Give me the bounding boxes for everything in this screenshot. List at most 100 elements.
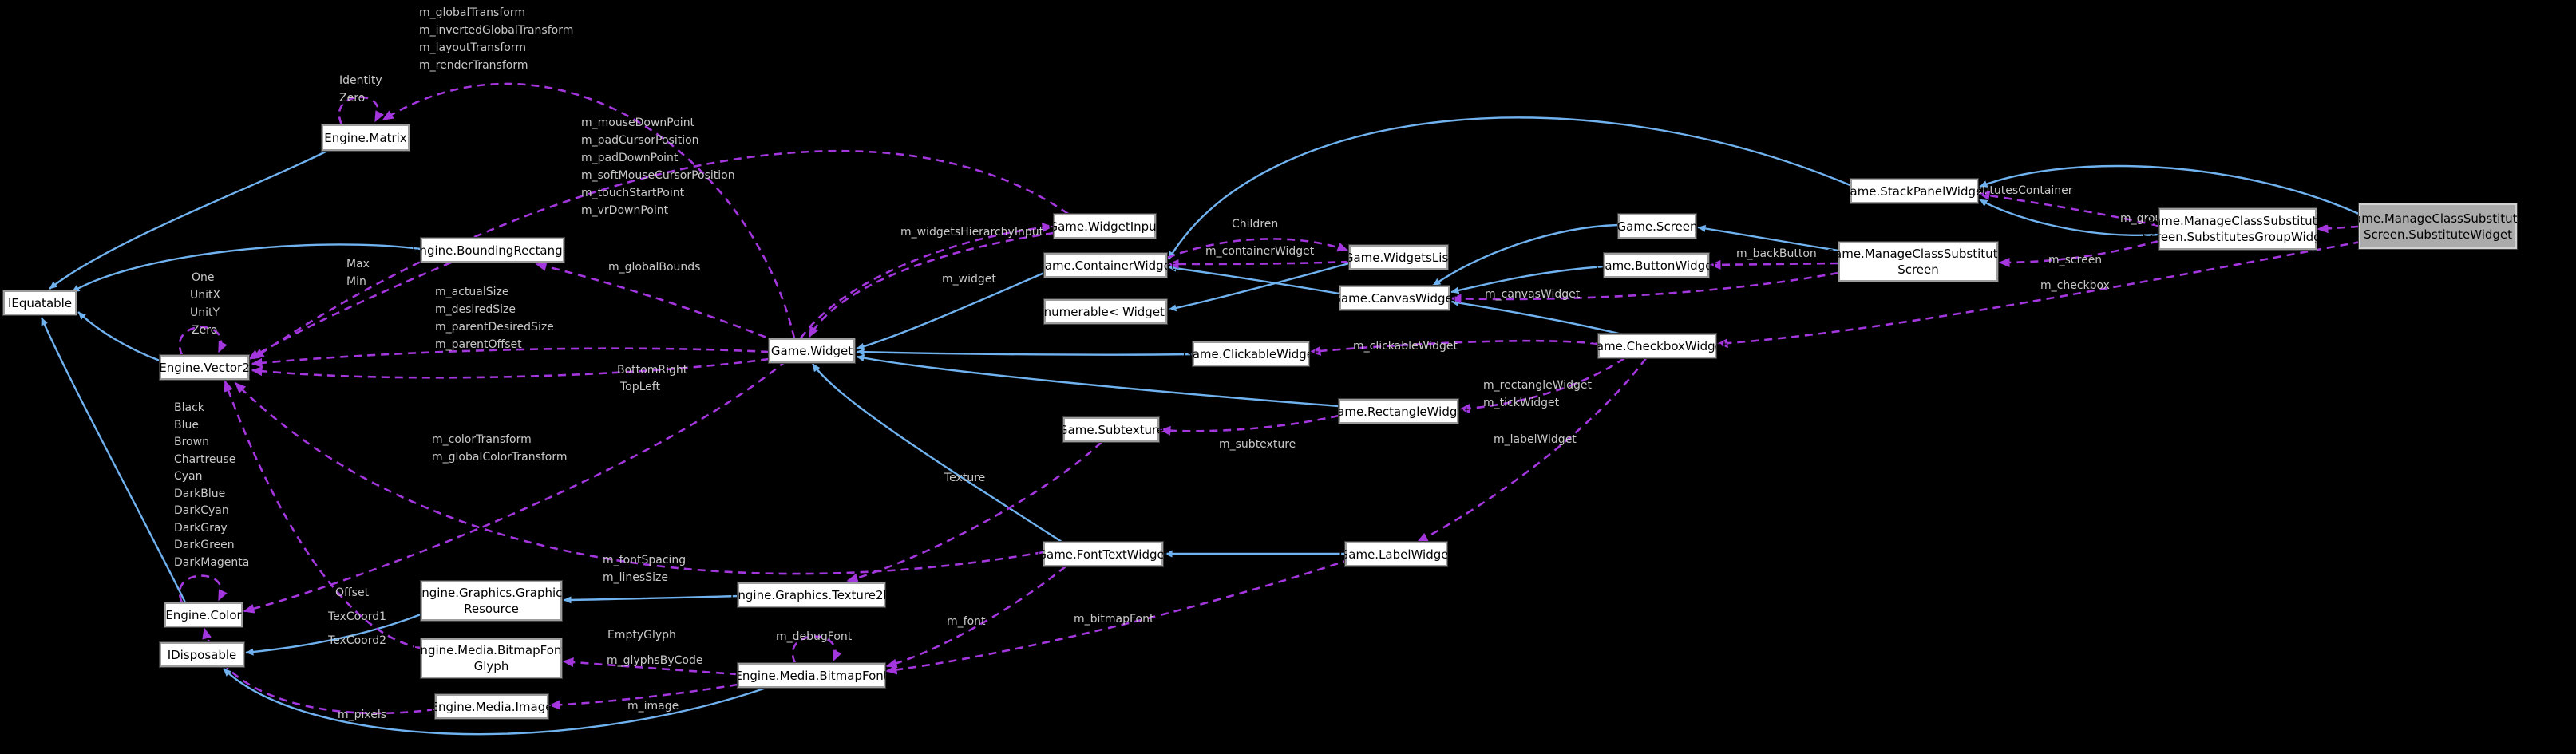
edge-label-Texture: Texture: [944, 472, 986, 484]
edge-label-m_invertedGlobalTransform: m_invertedGlobalTransform: [419, 24, 574, 37]
edge-bitmapfont-to-idisposable: [223, 668, 767, 736]
edge-label-UnitY: UnitY: [190, 306, 220, 319]
edge-label-BottomRight: BottomRight: [617, 364, 688, 377]
node-engine-media-image[interactable]: Engine.Media.Image: [431, 693, 553, 720]
edge-label-UnitX: UnitX: [190, 289, 221, 302]
edge-label-m_tickWidget: m_tickWidget: [1483, 397, 1560, 409]
node-game-labelwidget[interactable]: Game.LabelWidget: [1339, 541, 1453, 567]
node-label: Game.WidgetsList: [1343, 250, 1454, 265]
edge-glyph-to-vector2: [224, 380, 421, 649]
node-label: Engine.Media.BitmapFont: [734, 668, 888, 683]
node-engine-graphics-texture2d[interactable]: Engine.Graphics.Texture2D: [730, 582, 892, 608]
edge-label-Chartreuse: Chartreuse: [174, 453, 236, 466]
edge-label-m_linesSize: m_linesSize: [603, 571, 668, 584]
node-game-fonttextwidget[interactable]: Game.FontTextWidget: [1037, 541, 1169, 567]
edge-label-m_labelWidget: m_labelWidget: [1494, 433, 1577, 446]
edge-label-Children: Children: [1232, 218, 1279, 231]
node-engine-matrix[interactable]: Engine.Matrix: [321, 124, 410, 152]
node-label: Game.CanvasWidget: [1332, 290, 1458, 306]
node-label: Game.Widget: [770, 343, 853, 358]
edge-label-Zero: Zero: [192, 324, 218, 337]
edge-label-m_actualSize: m_actualSize: [435, 286, 509, 298]
edge-checkbox-to-clickable: [1309, 339, 1599, 356]
node-game-clickablewidget[interactable]: Game.ClickableWidget: [1183, 341, 1319, 367]
node-ienumerable-widget[interactable]: IEnumerable< Widget >: [1033, 298, 1178, 325]
node-idisposable[interactable]: IDisposable: [159, 641, 245, 668]
node-label: Game.ManageClassSubstitutes: [2144, 214, 2331, 228]
node-game-buttonwidget[interactable]: Game.ButtonWidget: [1596, 252, 1717, 278]
edge-clickablewidget-to-widget: [856, 348, 1193, 356]
node-label: Game.ContainerWidget: [1035, 258, 1176, 273]
edge-label-m_widgetsHierarchyInput: m_widgetsHierarchyInput: [900, 226, 1044, 239]
edge-label-Max: Max: [346, 258, 370, 270]
edge-groupwidget-to-mcsscreen: [1998, 239, 2159, 267]
edge-label-m_padCursorPosition: m_padCursorPosition: [581, 134, 699, 147]
node-engine-vector2[interactable]: Engine.Vector2: [159, 354, 250, 381]
edge-bitmapfont-to-glyph: [562, 657, 738, 676]
edge-label-m_globalColorTransform: m_globalColorTransform: [432, 451, 568, 464]
edge-fonttextwidget-to-vector2: [234, 381, 1044, 575]
edge-label-m_parentDesiredSize: m_parentDesiredSize: [435, 321, 554, 334]
edge-widgetslist-to-ienumerable: [1168, 262, 1350, 312]
edge-vector2-self-loop: [178, 326, 228, 356]
edge-label-m_mouseDownPoint: m_mouseDownPoint: [581, 116, 695, 129]
edge-label-Cyan: Cyan: [174, 470, 203, 483]
edge-rectanglewidget-to-subtexture: [1159, 414, 1339, 436]
node-game-subtexture[interactable]: Game.Subtexture: [1058, 416, 1164, 443]
node-label: Game.CheckboxWidget: [1587, 338, 1727, 353]
edge-label-TopLeft: TopLeft: [620, 381, 660, 393]
edge-mcsscreen-to-screen: [1697, 224, 1839, 252]
edge-graphicsresource-to-idisposable: [245, 613, 421, 656]
node-game-widgetslist[interactable]: Game.WidgetsList: [1344, 244, 1453, 270]
node-label: Engine.Graphics.Texture2D: [730, 587, 893, 602]
node-label: Game.StackPanelWidget: [1840, 184, 1988, 199]
node-game-checkboxwidget[interactable]: Game.CheckboxWidget: [1587, 333, 1727, 359]
node-iequatable[interactable]: IEquatable: [2, 290, 77, 316]
edge-label-m_globalBounds: m_globalBounds: [608, 261, 701, 274]
edge-label-m_group: m_group: [2120, 212, 2170, 225]
node-game-screen[interactable]: Game.Screen: [1617, 213, 1698, 239]
node-label: Engine.Matrix: [324, 130, 407, 145]
node-label: Game.ManageClassSubstitutes: [1825, 247, 2012, 261]
edge-substitutewidget-to-stackpanelwidget: [1979, 164, 2360, 215]
edge-label-m_bitmapFont: m_bitmapFont: [1074, 613, 1154, 626]
node-label: Screen.SubstitutesGroupWidget: [2142, 230, 2333, 244]
node-label: Screen: [1897, 263, 1939, 277]
edge-label-m_colorTransform: m_colorTransform: [432, 433, 532, 446]
edge-label-DarkBlue: DarkBlue: [174, 488, 226, 500]
edge-checkbox-to-rectangle: [1458, 357, 1625, 413]
node-game-rectanglewidget[interactable]: Game.RectangleWidget: [1328, 398, 1469, 424]
edge-fonttextwidget-to-widget: [812, 363, 1062, 543]
edge-label-m_containerWidget: m_containerWidget: [1205, 245, 1315, 258]
node-game-widget[interactable]: Game.Widget: [768, 338, 856, 364]
node-engine-boundingrectangle[interactable]: Engine.BoundingRectangle: [412, 237, 573, 263]
edge-fonttextwidget-to-bitmapfont: [885, 565, 1066, 669]
node-label: Game.WidgetInput: [1048, 219, 1161, 234]
edge-vector2-to-iequatable: [77, 311, 160, 362]
node-label: Game.Screen: [1616, 219, 1698, 234]
edge-label-DarkGray: DarkGray: [174, 522, 228, 535]
node-game-canvaswidget[interactable]: Game.CanvasWidget: [1332, 285, 1458, 311]
node-label: IDisposable: [167, 647, 237, 662]
edge-label-m_backButton: m_backButton: [1736, 247, 1817, 260]
node-game-widgetinput[interactable]: Game.WidgetInput: [1048, 213, 1161, 239]
node-game-containerwidget[interactable]: Game.ContainerWidget: [1035, 252, 1176, 278]
edge-texture2d-to-graphicsresource: [563, 594, 738, 604]
edge-label-One: One: [192, 271, 215, 284]
edge-widget-to-boundingrectangle: [535, 262, 779, 344]
edge-label-TexCoord2: TexCoord2: [328, 634, 387, 647]
node-engine-media-bitmapfont[interactable]: Engine.Media.BitmapFont: [734, 662, 888, 689]
node-engine-media-bitmapfont-glyph[interactable]: Engine.Media.BitmapFont.Glyph: [413, 638, 570, 679]
edge-widget-to-widgetinput: [799, 223, 1054, 339]
node-engine-color[interactable]: Engine.Color: [164, 602, 243, 628]
edge-stackpanelwidget-to-containerwidget: [1167, 116, 1853, 260]
edge-matrix-to-iequatable: [49, 149, 328, 290]
node-game-stackpanelwidget[interactable]: Game.StackPanelWidget: [1841, 178, 1988, 204]
edge-label-m_softMouseCursorPosition: m_softMouseCursorPosition: [581, 169, 735, 182]
edge-widget-to-vector2-corners: [251, 357, 770, 379]
